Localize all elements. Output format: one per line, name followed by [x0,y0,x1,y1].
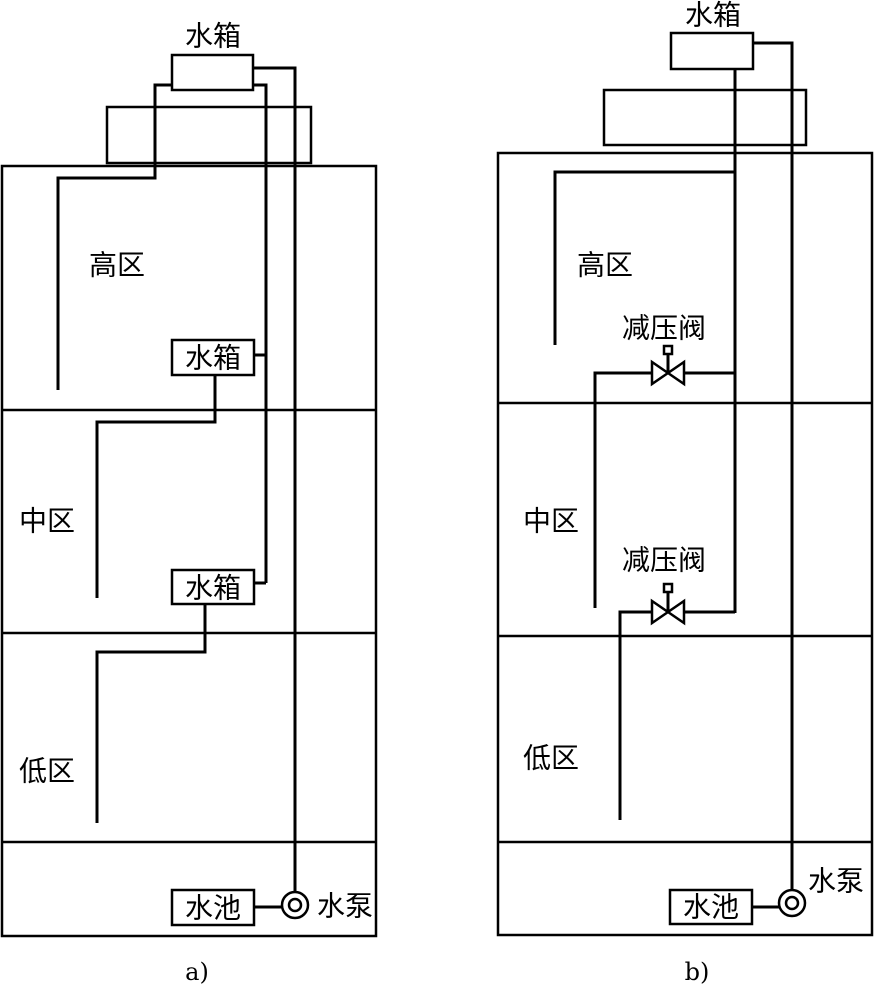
lower-valve-left-wing [650,598,671,626]
caption-a: a) [185,958,209,986]
lower-valve-label: 减压阀 [622,544,706,577]
mid-zone-water-tank-a [170,338,256,377]
upper-valve-left-wing [650,359,671,387]
roof-tank-label-b: 水箱 [685,0,741,32]
zone-mid-label-b: 中区 [523,505,579,538]
roof-water-tank-a [170,53,255,92]
lower-valve-right-wing [665,598,686,626]
reservoir-label-a: 水池 [185,892,241,925]
caption-b: b) [685,958,710,986]
upper-valve-label: 减压阀 [622,312,706,345]
zone-high-label-b: 高区 [577,249,633,282]
mid-zone-supply-pipe-b [593,371,652,608]
upper-valve-right-wing [665,359,686,387]
high-zone-supply-pipe-b [553,170,735,345]
low-zone-supply-pipe-b [618,610,652,820]
lower-valve-actuator [662,582,674,594]
building-outline-a [0,164,378,938]
pump-impeller-icon-b [784,895,800,911]
rooftop-machine-room-a [105,105,313,165]
pump-label-b: 水泵 [808,865,864,898]
lower-pressure-reducing-valve-icon [650,582,686,626]
reservoir-a [170,888,256,927]
roof-water-tank-b [669,31,755,71]
mid-zone-supply-pipe-a [95,375,217,598]
pump-label-a: 水泵 [317,890,373,923]
zone-low-label-a: 低区 [19,755,75,788]
diagram-a: 水箱 水箱 水箱 高区 中区 低区 水池 水泵 a) [0,20,378,986]
reservoir-label-b: 水池 [683,891,739,924]
pump-rising-pipe-b [753,41,794,890]
pump-impeller-icon-a [287,897,303,913]
reservoir-b [668,888,754,926]
rooftop-machine-room-b [602,88,808,147]
low-zone-supply-pipe-a [95,604,207,823]
diagram-b: 水箱 减压阀 减压阀 高区 中区 低区 水池 水泵 b) [496,0,874,986]
zone-mid-label-a: 中区 [19,505,75,538]
tank-feed-pipe-a [253,83,268,583]
upper-pressure-reducing-valve-icon [650,344,686,387]
zone-low-label-b: 低区 [523,742,579,775]
upper-valve-actuator [662,344,674,356]
building-outline-b [496,151,874,937]
low-tank-label-a: 水箱 [185,572,241,605]
mid-tank-label-a: 水箱 [185,342,241,375]
pump-rising-pipe-a [253,66,297,892]
zone-high-label-a: 高区 [89,249,145,282]
roof-tank-label-a: 水箱 [185,20,241,53]
high-zone-supply-pipe-a [56,83,172,390]
low-zone-water-tank-a [170,568,256,606]
